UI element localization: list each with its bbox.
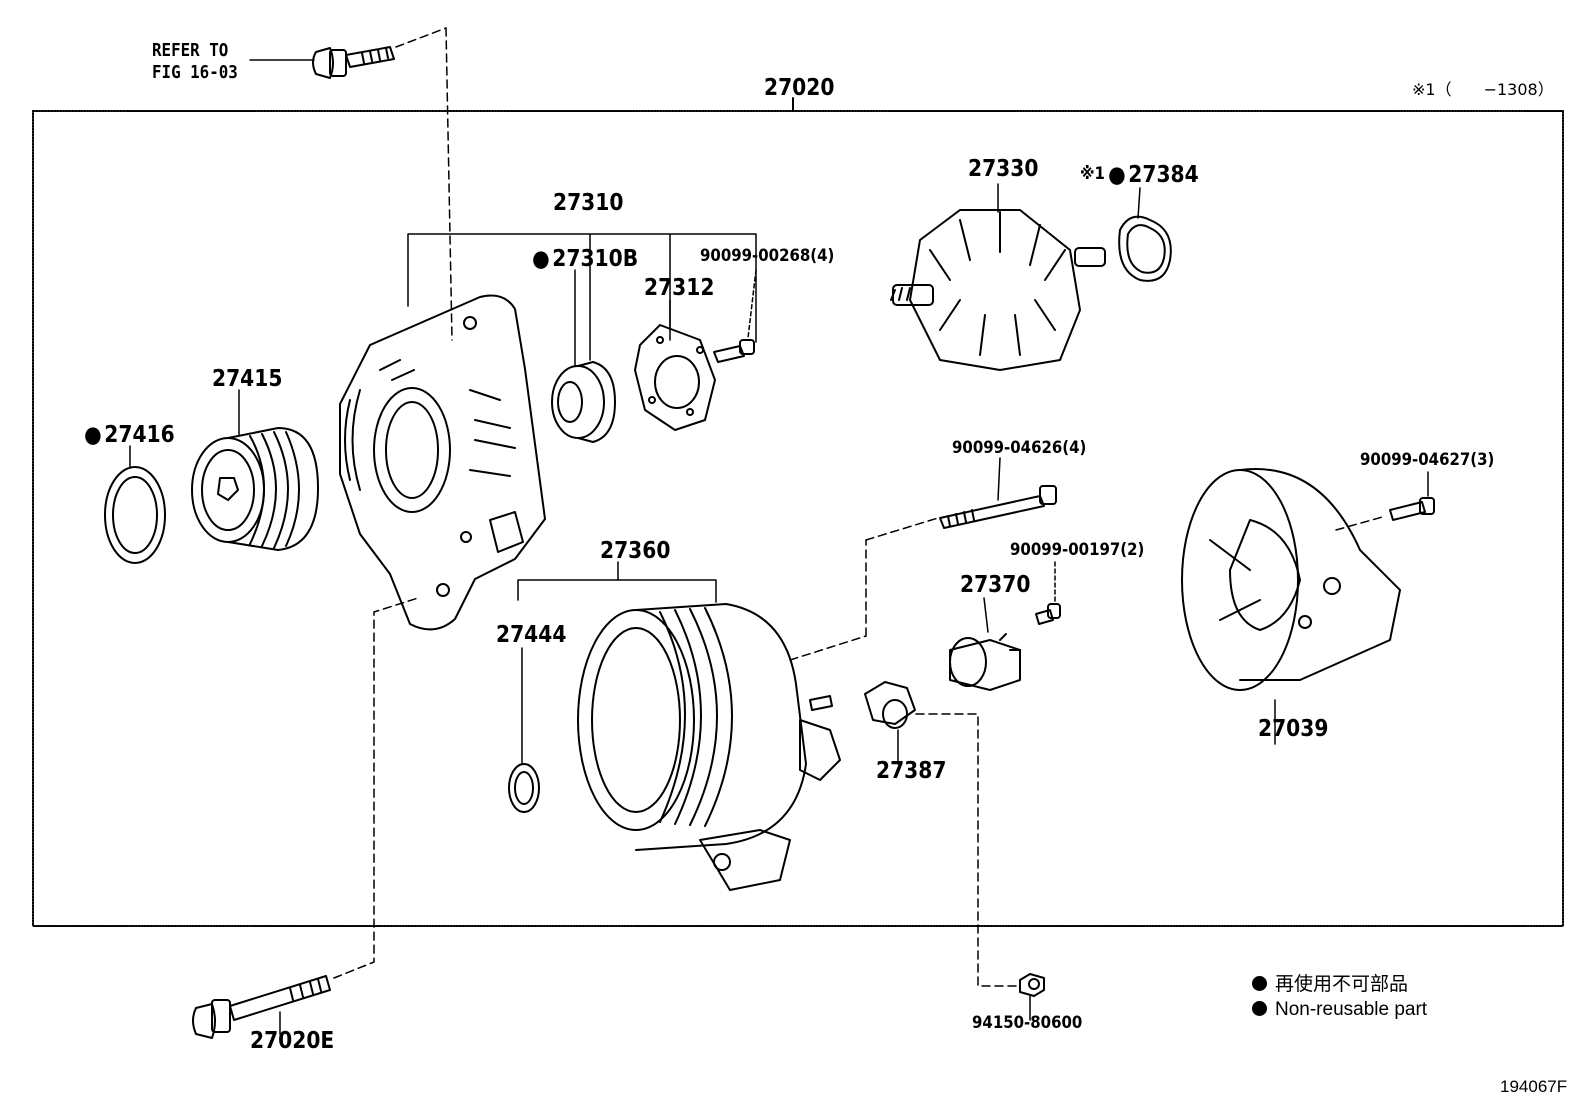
part-label-90099-04627: 90099-04627(3) <box>1360 450 1495 470</box>
legend-ja-text: 再使用不可部品 <box>1275 974 1409 995</box>
refer-line1: REFER TO <box>152 40 229 61</box>
legend-en: Non-reusable part <box>1252 1000 1427 1019</box>
part-label-27415: 27415 <box>212 366 283 392</box>
front-housing <box>339 294 546 631</box>
part-label-90099-00268: 90099-00268(4) <box>700 246 835 266</box>
oring-27444 <box>508 647 540 813</box>
part-label-90099-00197: 90099-00197(2) <box>1010 540 1145 560</box>
part-label-27387: 27387 <box>876 758 947 784</box>
part-label-27310: 27310 <box>553 190 624 216</box>
part-label-90099-04626: 90099-04626(4) <box>952 438 1087 458</box>
legend-ja: 再使用不可部品 <box>1252 975 1408 994</box>
brush-holder <box>949 597 1021 691</box>
part-label-27444: 27444 <box>496 622 567 648</box>
assembly-frame <box>32 110 1564 927</box>
legend-bullet-icon <box>1252 1001 1267 1016</box>
part-label-27416: 27416 <box>84 424 174 447</box>
assembly-label: 27020 <box>764 75 835 101</box>
pulley <box>191 389 319 551</box>
legend-bullet-icon <box>1252 976 1267 991</box>
legend-en-text: Non-reusable part <box>1275 999 1428 1020</box>
part-label-27384-marker: ※1 <box>1080 164 1105 184</box>
part-label-27020E: 27020E <box>250 1028 335 1054</box>
bearing <box>551 269 616 443</box>
rear-cover <box>1181 468 1401 745</box>
part-label-27039: 27039 <box>1258 716 1329 742</box>
part-label-27384: 27384 <box>1108 164 1198 187</box>
bolt-04626 <box>939 457 1057 529</box>
part-label-27360: 27360 <box>600 538 671 564</box>
part-label-94150-80600: 94150-80600 <box>972 1013 1083 1033</box>
screw-00268 <box>713 269 757 363</box>
refer-bolt <box>249 27 453 341</box>
retainer-plate <box>634 299 716 431</box>
refer-line2: FIG 16-03 <box>152 62 238 83</box>
screw-00197 <box>1035 561 1061 625</box>
bolt-04627 <box>1389 471 1435 521</box>
insulator-27387 <box>864 681 1017 987</box>
part-label-27312: 27312 <box>644 275 715 301</box>
part-label-27370: 27370 <box>960 572 1031 598</box>
nut-94150 <box>1019 973 1045 1021</box>
seal-27384 <box>1118 187 1172 282</box>
washer-27416 <box>104 445 166 564</box>
note-marker: ※1（ −1308） <box>1412 80 1554 99</box>
rotor <box>890 183 1106 371</box>
stator-housing <box>577 517 939 891</box>
figure-code: 194067F <box>1500 1077 1568 1096</box>
part-label-27310B: 27310B <box>532 248 638 271</box>
part-label-27330: 27330 <box>968 156 1039 182</box>
bolt-27020E <box>192 597 419 1039</box>
